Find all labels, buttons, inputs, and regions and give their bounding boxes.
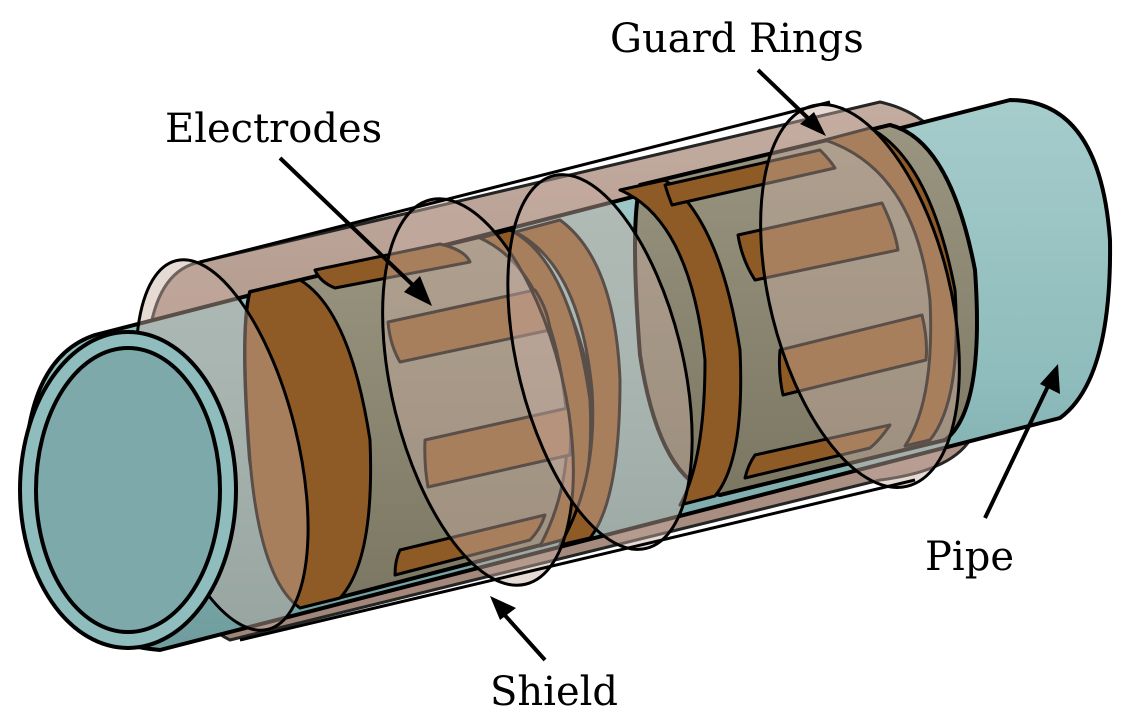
arrow-pipe bbox=[983, 381, 1052, 519]
label-shield: Shield bbox=[490, 669, 618, 715]
label-electrodes: Electrodes bbox=[165, 106, 382, 152]
guard-ring-left-a bbox=[243, 278, 373, 610]
electrode-right-1 bbox=[736, 201, 900, 282]
label-pipe: Pipe bbox=[925, 534, 1014, 580]
arrow-shield bbox=[500, 610, 547, 662]
shield-edges bbox=[199, 100, 916, 642]
electrode-right-bottom bbox=[743, 423, 892, 480]
arrow-guard-rings bbox=[756, 68, 814, 124]
shield-rings bbox=[134, 103, 961, 632]
electrode-right-top bbox=[663, 148, 837, 207]
arrow-electrodes bbox=[278, 156, 420, 292]
electrode-right-2 bbox=[777, 313, 928, 397]
leader-arrows bbox=[278, 68, 1060, 662]
label-guard-rings: Guard Rings bbox=[610, 16, 864, 62]
electrode-left-bottom bbox=[393, 513, 547, 577]
pipe-open-end bbox=[18, 330, 238, 650]
guard-ring-right-a bbox=[618, 178, 743, 507]
guard-ring-left-c bbox=[513, 218, 622, 547]
